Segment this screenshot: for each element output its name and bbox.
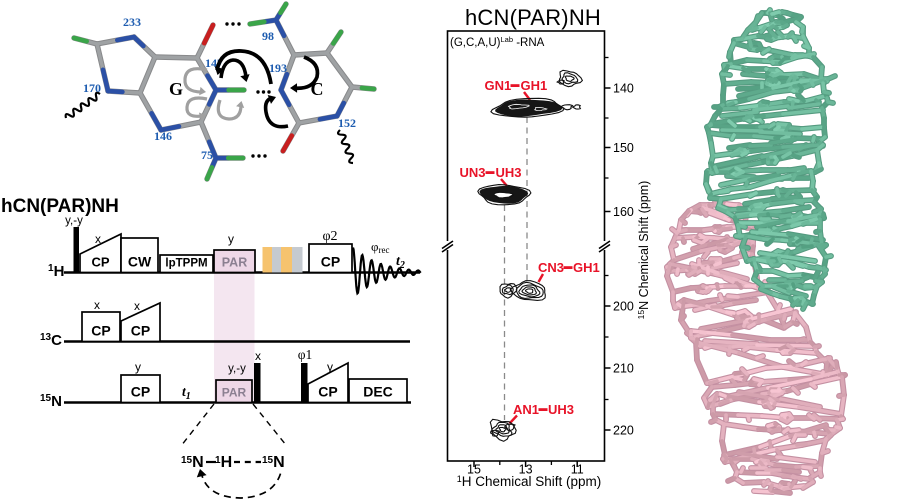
svg-text:DEC: DEC xyxy=(363,384,393,400)
svg-text:146: 146 xyxy=(154,129,172,143)
svg-text:CP: CP xyxy=(91,255,109,270)
svg-text:220: 220 xyxy=(613,424,634,438)
svg-text:75: 75 xyxy=(201,148,213,162)
svg-text:11: 11 xyxy=(571,463,584,477)
svg-text:200: 200 xyxy=(613,300,634,314)
svg-text:CP: CP xyxy=(318,384,337,400)
svg-text:y,-y: y,-y xyxy=(228,363,246,375)
svg-text:15N: 15N xyxy=(181,454,204,471)
svg-text:x: x xyxy=(95,232,101,246)
svg-text:φ1: φ1 xyxy=(298,347,313,362)
svg-text:150: 150 xyxy=(613,141,634,155)
svg-text:1H: 1H xyxy=(215,454,232,471)
svg-text:193: 193 xyxy=(269,61,287,75)
svg-text:(G,C,A,U)Lab -RNA: (G,C,A,U)Lab -RNA xyxy=(450,35,545,49)
svg-text:CP: CP xyxy=(131,323,150,339)
svg-text:hCN(PAR)NH: hCN(PAR)NH xyxy=(465,5,601,30)
svg-text:15N: 15N xyxy=(40,393,62,410)
svg-text:CN3: CN3 xyxy=(538,260,564,275)
svg-text:152: 152 xyxy=(338,116,356,130)
svg-text:x: x xyxy=(134,299,140,313)
svg-text:15: 15 xyxy=(467,463,481,477)
svg-text:UN3: UN3 xyxy=(460,165,486,180)
svg-text:CP: CP xyxy=(131,384,150,400)
svg-text:y: y xyxy=(135,360,141,374)
svg-text:UH3: UH3 xyxy=(496,165,522,180)
svg-text:φ2: φ2 xyxy=(322,229,337,244)
svg-text:hCN(PAR)NH: hCN(PAR)NH xyxy=(1,196,119,217)
svg-text:13C: 13C xyxy=(40,332,62,349)
svg-text:GN1: GN1 xyxy=(485,78,512,93)
svg-text:G: G xyxy=(169,79,183,99)
svg-text:y: y xyxy=(327,360,333,374)
svg-text:1H: 1H xyxy=(48,263,64,280)
svg-text:1H Chemical Shift (ppm): 1H Chemical Shift (ppm) xyxy=(457,474,602,489)
svg-text:lpTPPM: lpTPPM xyxy=(165,258,207,270)
svg-text:t2: t2 xyxy=(396,254,405,271)
svg-text:x: x xyxy=(255,349,261,363)
svg-text:233: 233 xyxy=(123,15,141,29)
svg-text:160: 160 xyxy=(613,205,634,219)
svg-text:t1: t1 xyxy=(182,384,191,402)
svg-text:CP: CP xyxy=(91,323,110,339)
svg-text:13: 13 xyxy=(519,463,533,477)
svg-text:PAR: PAR xyxy=(222,256,247,270)
svg-text:15N Chemical Shift (ppm): 15N Chemical Shift (ppm) xyxy=(636,181,651,320)
svg-text:140: 140 xyxy=(613,82,634,96)
svg-text:98: 98 xyxy=(262,29,274,43)
svg-text:CP: CP xyxy=(321,254,340,270)
svg-text:AN1: AN1 xyxy=(513,402,539,417)
svg-text:GH1: GH1 xyxy=(573,260,600,275)
svg-text:x: x xyxy=(94,298,100,312)
svg-text:φrec: φrec xyxy=(371,239,390,255)
svg-text:PAR: PAR xyxy=(222,386,247,400)
svg-text:170: 170 xyxy=(83,81,101,95)
svg-text:GH1: GH1 xyxy=(521,78,548,93)
svg-text:15N: 15N xyxy=(262,454,285,471)
svg-text:y: y xyxy=(228,232,234,246)
svg-text:UH3: UH3 xyxy=(548,402,574,417)
svg-text:210: 210 xyxy=(613,362,634,376)
svg-text:y,-y: y,-y xyxy=(65,215,83,227)
svg-text:CW: CW xyxy=(128,254,152,270)
